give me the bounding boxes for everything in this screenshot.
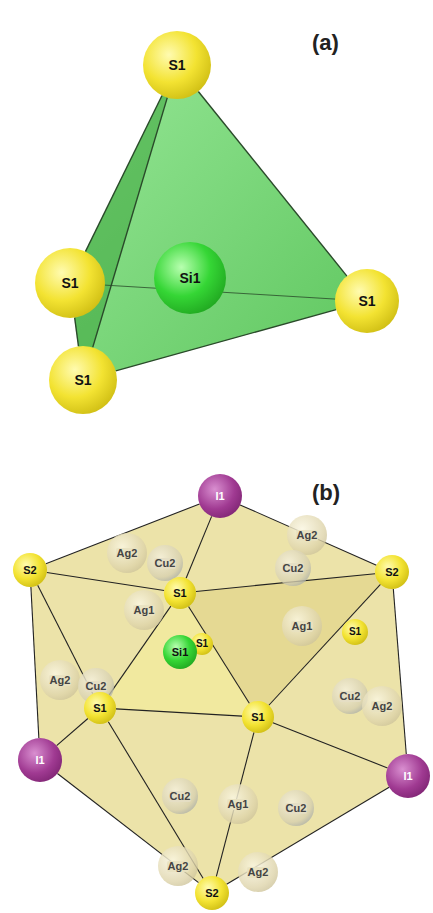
atom-label: I1: [214, 491, 225, 502]
atom-label: Ag2: [167, 861, 190, 872]
atom-label: I1: [34, 755, 45, 766]
atom-label: Ag1: [227, 799, 250, 810]
atom-label: S1: [195, 639, 209, 649]
atom-label: S2: [204, 888, 219, 899]
atom-label: S1: [172, 588, 187, 599]
atom-label: Ag1: [133, 605, 156, 616]
bond-line: [116, 709, 242, 716]
bond-line: [186, 516, 212, 578]
sulfur-atom: S1: [49, 346, 117, 414]
atom-label: S1: [60, 276, 79, 290]
atom-label: Si1: [178, 271, 201, 285]
polyhedron: [30, 496, 408, 893]
atom-label: Ag2: [116, 548, 139, 559]
atom-label: Cu2: [154, 558, 177, 569]
silicon-atom: Si1: [163, 635, 197, 669]
bond-line: [93, 98, 168, 348]
silver-atom: Ag2: [40, 660, 80, 700]
atom-label: S2: [384, 567, 399, 578]
atom-label: Cu2: [282, 563, 305, 574]
copper-atom: Cu2: [278, 790, 314, 826]
silver-atom: Ag2: [107, 533, 147, 573]
bond-line: [47, 573, 164, 591]
sulfur-atom: S1: [143, 31, 211, 99]
iodine-atom: I1: [198, 474, 242, 518]
atom-label: S1: [92, 703, 107, 714]
bond-line: [85, 96, 162, 252]
iodine-atom: I1: [18, 738, 62, 782]
atom-label: Ag1: [291, 621, 314, 632]
atom-label: Ag2: [296, 530, 319, 541]
iodine-atom: I1: [386, 754, 430, 798]
bond-line: [198, 91, 347, 276]
panel-label: (b): [312, 480, 340, 506]
bond-line: [116, 310, 336, 371]
bond-line: [393, 589, 406, 754]
tetrahedron: [70, 65, 367, 380]
silver-atom: Ag2: [238, 852, 278, 892]
atom-label: Cu2: [285, 803, 308, 814]
polyhedron-face: [180, 572, 392, 717]
sulfur-atom: S1: [84, 692, 116, 724]
atom-label: Cu2: [85, 681, 108, 692]
sulfur-atom: S2: [195, 876, 229, 910]
atom-label: S1: [167, 58, 186, 72]
atom-label: S1: [250, 712, 265, 723]
sulfur-atom: S1: [35, 248, 105, 318]
sulfur-atom: S1: [242, 701, 274, 733]
tetrahedron-face: [70, 65, 177, 380]
silver-atom: Ag2: [287, 515, 327, 555]
atom-label: Cu2: [339, 691, 362, 702]
atom-label: Si1: [171, 647, 190, 658]
silicon-atom: Si1: [154, 242, 226, 314]
atom-label: Ag2: [49, 675, 72, 686]
bond-line: [240, 505, 376, 565]
atom-label: I1: [402, 771, 413, 782]
atom-label: Cu2: [169, 791, 192, 802]
sulfur-atom: S1: [342, 619, 368, 645]
atom-label: S2: [22, 565, 37, 576]
sulfur-atom: S1: [335, 269, 399, 333]
atom-label: S1: [73, 373, 92, 387]
sulfur-atom: S2: [375, 555, 409, 589]
atom-label: Ag2: [371, 701, 394, 712]
copper-atom: Cu2: [275, 550, 311, 586]
atom-label: S1: [357, 294, 376, 308]
sulfur-atom: S2: [13, 553, 47, 587]
bond-line: [57, 773, 198, 882]
bond-line: [273, 723, 388, 768]
silver-atom: Ag1: [124, 590, 164, 630]
bond-line: [31, 587, 39, 738]
atom-label: S1: [348, 627, 362, 637]
bond-line: [75, 318, 79, 347]
atom-label: Ag2: [247, 867, 270, 878]
silver-atom: Ag1: [282, 606, 322, 646]
sulfur-atom: S1: [164, 577, 196, 609]
copper-atom: Cu2: [147, 545, 183, 581]
copper-atom: Cu2: [162, 778, 198, 814]
silver-atom: Ag1: [218, 784, 258, 824]
bond-line: [189, 607, 250, 704]
silver-atom: Ag2: [362, 686, 402, 726]
panel-label: (a): [312, 30, 339, 56]
silver-atom: Ag2: [158, 846, 198, 886]
bond-line: [57, 718, 88, 745]
